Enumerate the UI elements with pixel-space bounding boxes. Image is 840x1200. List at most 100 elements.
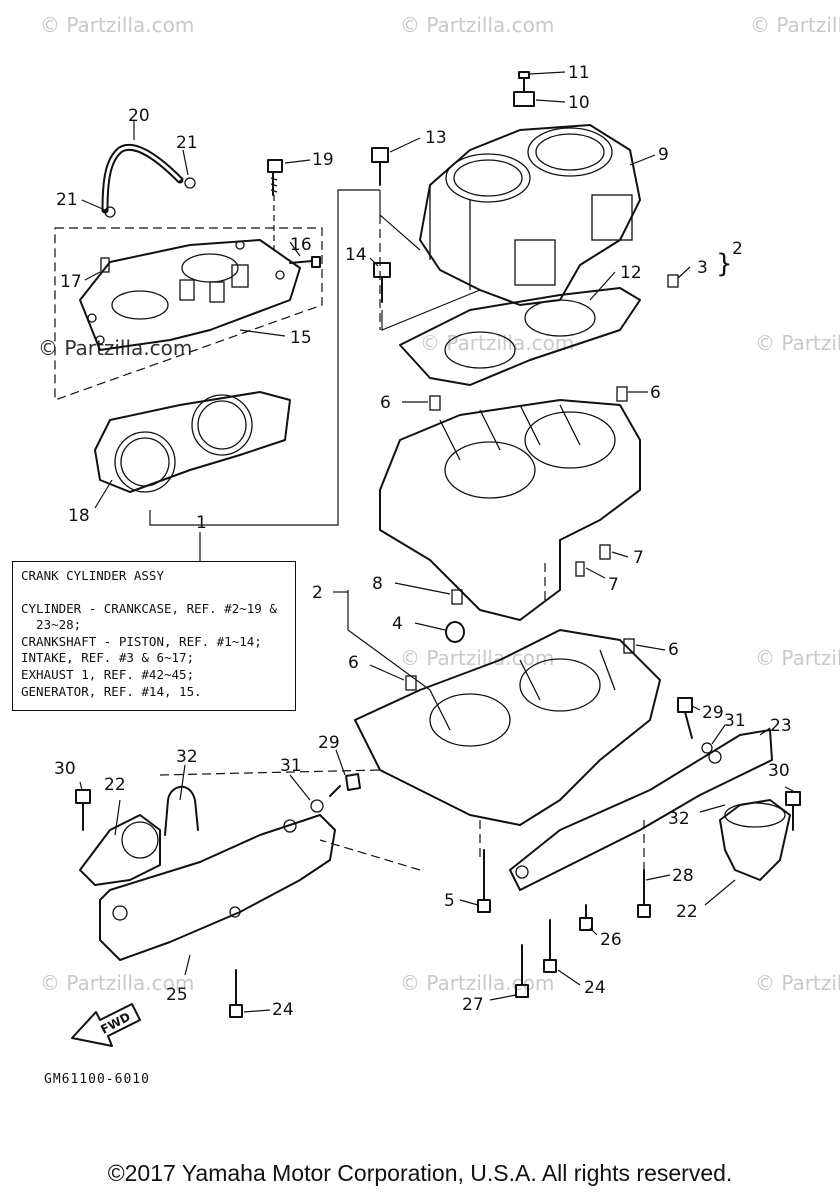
callout-27: 27 — [462, 995, 484, 1015]
crankcase-bolt — [579, 904, 593, 931]
callout-6: 6 — [348, 653, 359, 673]
watermark-text: © Partzilla.com — [755, 331, 840, 355]
bolt-leader — [379, 190, 421, 251]
dowel-pin — [575, 561, 585, 577]
callout-16: 16 — [290, 235, 312, 255]
callout-30: 30 — [768, 761, 790, 781]
callout-19: 19 — [312, 150, 334, 170]
callout-17: 17 — [60, 272, 82, 292]
callout-numbers: 20 21 21 17 16 19 15 18 13 14 11 10 9 12… — [54, 63, 792, 1020]
hose-clip — [184, 177, 196, 189]
callout-29: 29 — [702, 703, 724, 723]
callout-9: 9 — [658, 145, 669, 165]
cylinder-head-cover — [79, 239, 301, 351]
dowel-pin — [667, 274, 679, 288]
watermark-text: © Partzilla.com — [40, 971, 194, 995]
crankcase-bolt — [515, 944, 529, 998]
bushing — [445, 621, 465, 643]
callout-32: 32 — [176, 747, 198, 767]
engine-mount-left — [99, 814, 336, 961]
dowel-pin — [623, 638, 635, 654]
callout-25: 25 — [166, 985, 188, 1005]
reference-line: CYLINDER - CRANKCASE, REF. #2~19 & — [21, 600, 277, 616]
watermark-text: © Partzilla.com — [755, 971, 840, 995]
stopper — [164, 785, 199, 836]
callout-21: 21 — [176, 133, 198, 153]
head-gasket — [94, 391, 291, 493]
callout-14: 14 — [345, 245, 367, 265]
bracket — [513, 91, 535, 107]
callout-7: 7 — [633, 548, 644, 568]
callout-11: 11 — [568, 63, 590, 83]
washer — [310, 799, 324, 813]
callout-3: 3 — [697, 258, 708, 278]
hose-clip — [104, 206, 116, 218]
callout-6: 6 — [380, 393, 391, 413]
callout-24: 24 — [584, 978, 606, 998]
callout-22: 22 — [676, 902, 698, 922]
callout-30: 30 — [54, 759, 76, 779]
callout-2: 2 — [732, 239, 743, 259]
callout-12: 12 — [620, 263, 642, 283]
reference-line: INTAKE, REF. #3 & 6~17; — [21, 650, 195, 666]
callout-7: 7 — [608, 575, 619, 595]
engine-mount-right — [509, 729, 773, 891]
dowel-pin — [451, 589, 463, 605]
watermark-text: © Partzilla.com — [755, 646, 840, 670]
crankcase-bolt — [477, 849, 491, 913]
assembly-reference-box: CRANK CYLINDER ASSY CYLINDER - CRANKCASE… — [12, 561, 296, 711]
watermark-text: © Partzilla.com — [400, 971, 554, 995]
callout-20: 20 — [128, 106, 150, 126]
reference-line: GENERATOR, REF. #14, 15. — [21, 683, 202, 699]
callout-29: 29 — [318, 733, 340, 753]
callout-32: 32 — [668, 809, 690, 829]
cylinder-bolt — [373, 262, 391, 303]
mount-bolt — [677, 697, 693, 739]
gasket-group-bracket — [149, 189, 380, 526]
callout-28: 28 — [672, 866, 694, 886]
breather-hose — [101, 143, 184, 214]
callout-24: 24 — [272, 1000, 294, 1020]
bracket-screw — [518, 71, 530, 93]
callout-10: 10 — [568, 93, 590, 113]
bracket-brace: } — [716, 249, 733, 279]
callout-26: 26 — [600, 930, 622, 950]
mount-bolt — [329, 773, 361, 797]
head-cover-group-outline — [54, 227, 323, 401]
callout-2: 2 — [312, 583, 323, 603]
callout-6: 6 — [650, 383, 661, 403]
forward-arrow: FWD — [71, 1003, 141, 1047]
callout-5: 5 — [444, 891, 455, 911]
callout-21: 21 — [56, 190, 78, 210]
callout-31: 31 — [280, 756, 302, 776]
lower-crankcase — [354, 629, 661, 826]
dowel-pin — [599, 544, 611, 560]
callout-18: 18 — [68, 506, 90, 526]
reference-line: EXHAUST 1, REF. #42~45; — [21, 666, 195, 682]
dowel-pin — [429, 395, 441, 411]
watermark-text: © Partzilla.com — [400, 13, 554, 37]
mount-bolt — [229, 969, 243, 1018]
reference-line: CRANKSHAFT - PISTON, REF. #1~14; — [21, 633, 262, 649]
callout-22: 22 — [104, 775, 126, 795]
crankcase-bolt — [543, 919, 557, 973]
mount-bolt — [75, 789, 91, 831]
watermark-text: © Partzilla.com — [40, 13, 194, 37]
callout-6: 6 — [668, 640, 679, 660]
crankcase-bracket — [347, 590, 431, 691]
upper-crankcase — [379, 399, 641, 621]
assembly-title: CRANK CYLINDER ASSY — [21, 568, 164, 583]
watermark-text: © Partzilla.com — [750, 13, 840, 37]
bolt-leader — [381, 289, 481, 331]
washer — [701, 742, 713, 754]
diagram-code: GM61100-6010 — [44, 1072, 150, 1087]
rubber-damper — [719, 799, 791, 881]
cylinder-block — [419, 124, 641, 306]
callout-8: 8 — [372, 574, 383, 594]
cylinder-gasket — [399, 287, 641, 386]
crankcase-bolt — [637, 869, 651, 918]
callout-15: 15 — [290, 328, 312, 348]
mount-bolt — [785, 791, 801, 831]
copyright-notice: ©2017 Yamaha Motor Corporation, U.S.A. A… — [107, 1160, 733, 1186]
